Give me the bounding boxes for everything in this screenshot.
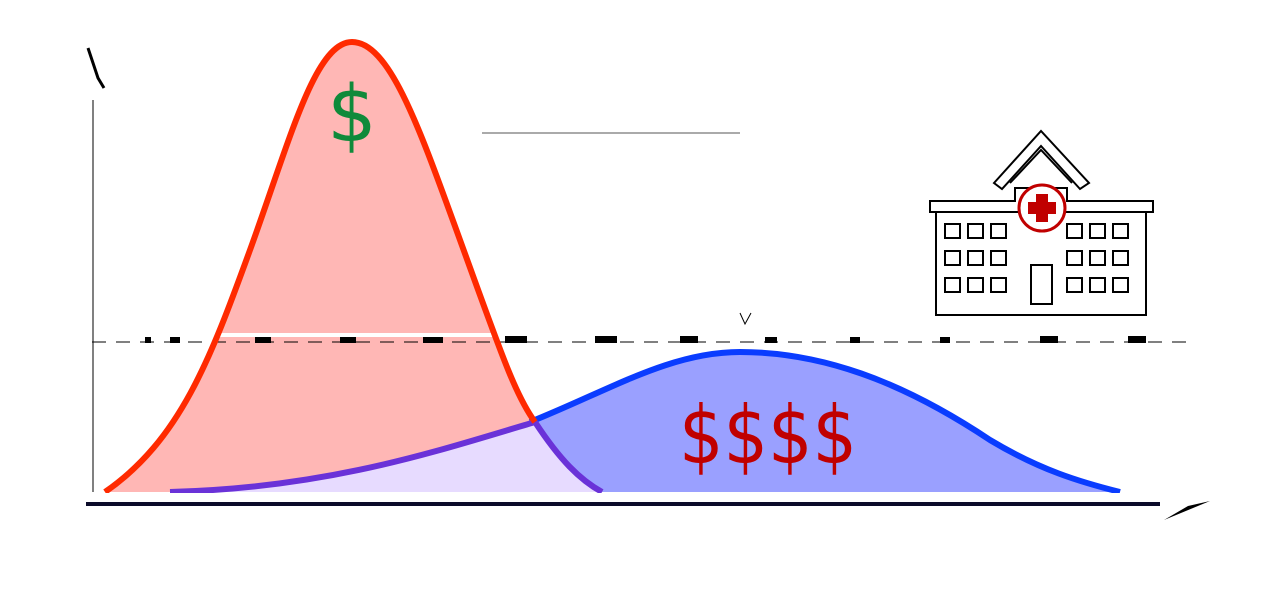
overlap-line <box>169 419 536 495</box>
capacity-line <box>92 312 1190 343</box>
medical-cross-icon <box>1017 183 1067 233</box>
x-axis-arrow <box>1164 501 1210 520</box>
overlap-area <box>170 422 602 492</box>
hospital-icon <box>929 129 1154 316</box>
wide-curve-line <box>528 348 1121 495</box>
small-peak-label: $ <box>327 70 377 160</box>
tall-curve-area <box>105 42 602 492</box>
tall-curve-line <box>103 38 538 495</box>
wide-curve-area <box>170 352 1120 492</box>
overlap-tail-line <box>532 420 604 495</box>
wide-peak-label: $$$$ <box>679 389 857 482</box>
y-axis-arrow <box>86 47 106 89</box>
